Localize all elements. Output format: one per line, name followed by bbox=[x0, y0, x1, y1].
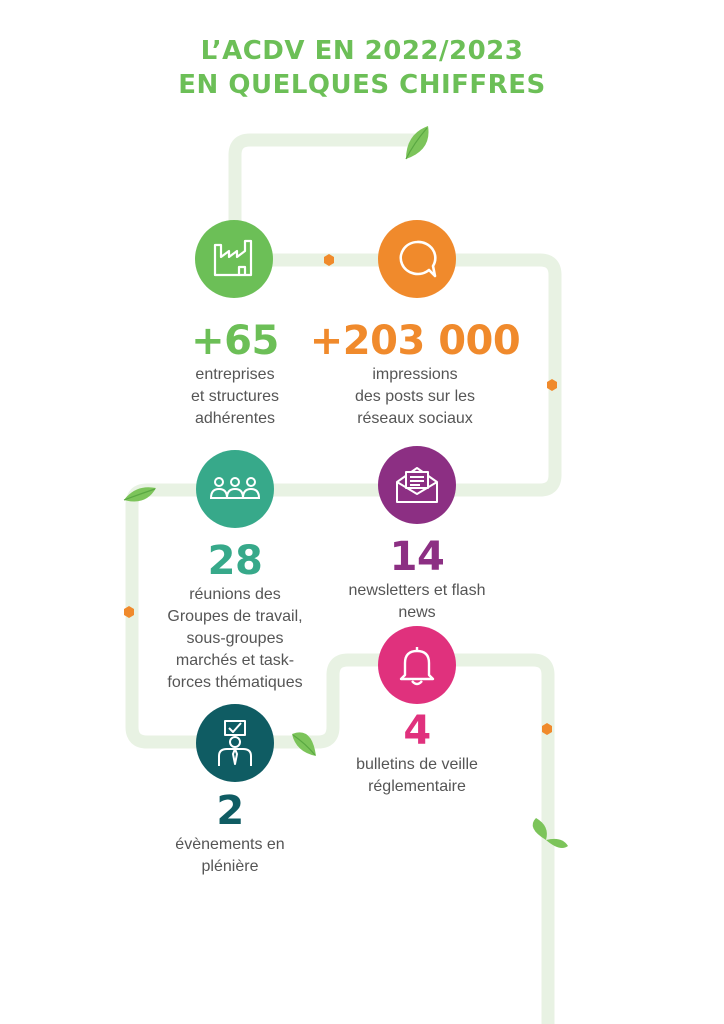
stat-value: 4 bbox=[403, 708, 431, 754]
stat-value: 14 bbox=[389, 534, 445, 580]
members-circle bbox=[195, 220, 273, 298]
title-line-2: EN QUELQUES CHIFFRES bbox=[178, 70, 546, 100]
path-dot bbox=[542, 723, 552, 735]
impressions-circle bbox=[378, 220, 456, 298]
factory-icon bbox=[213, 239, 253, 277]
leaf-icon bbox=[292, 732, 316, 756]
stat-label: bulletins de veille réglementaire bbox=[356, 756, 478, 795]
stat-impressions: +203 000 impressions des posts sur les r… bbox=[300, 318, 530, 430]
newsletters-circle bbox=[378, 446, 456, 524]
leaf-icon bbox=[532, 818, 568, 848]
stat-newsletters: 14 newsletters et flash news bbox=[322, 534, 512, 624]
stat-value: +65 bbox=[191, 318, 279, 364]
stat-value: +203 000 bbox=[309, 318, 521, 364]
path-dot bbox=[324, 254, 334, 266]
bulletins-circle bbox=[378, 626, 456, 704]
stat-label: newsletters et flash news bbox=[348, 582, 486, 621]
path-dot bbox=[547, 379, 557, 391]
stat-label: évènements en plénière bbox=[175, 836, 285, 875]
leaf-icon bbox=[123, 487, 156, 502]
presenter-icon bbox=[218, 720, 252, 766]
stat-label: réunions des Groupes de travail, sous-gr… bbox=[167, 586, 303, 691]
stat-value: 28 bbox=[207, 538, 263, 584]
stat-members: +65 entreprises et structures adhérentes bbox=[150, 318, 320, 430]
page-title: L’ACDV EN 2022/2023 EN QUELQUES CHIFFRES bbox=[0, 34, 724, 102]
stat-label: entreprises et structures adhérentes bbox=[190, 366, 280, 427]
group-icon bbox=[209, 477, 261, 499]
stat-value: 2 bbox=[216, 788, 244, 834]
title-line-1: L’ACDV EN 2022/2023 bbox=[200, 36, 524, 66]
meetings-circle bbox=[196, 450, 274, 528]
stat-meetings: 28 réunions des Groupes de travail, sous… bbox=[140, 538, 330, 694]
chat-bubble-icon bbox=[399, 240, 437, 278]
events-circle bbox=[196, 704, 274, 782]
envelope-icon bbox=[396, 467, 438, 503]
stat-label: impressions des posts sur les réseaux so… bbox=[354, 366, 476, 427]
stat-events: 2 évènements en plénière bbox=[145, 788, 315, 878]
leaf-icon bbox=[405, 126, 429, 160]
path-dot bbox=[124, 606, 134, 618]
stat-bulletins: 4 bulletins de veille réglementaire bbox=[322, 708, 512, 798]
bell-icon bbox=[399, 647, 435, 686]
